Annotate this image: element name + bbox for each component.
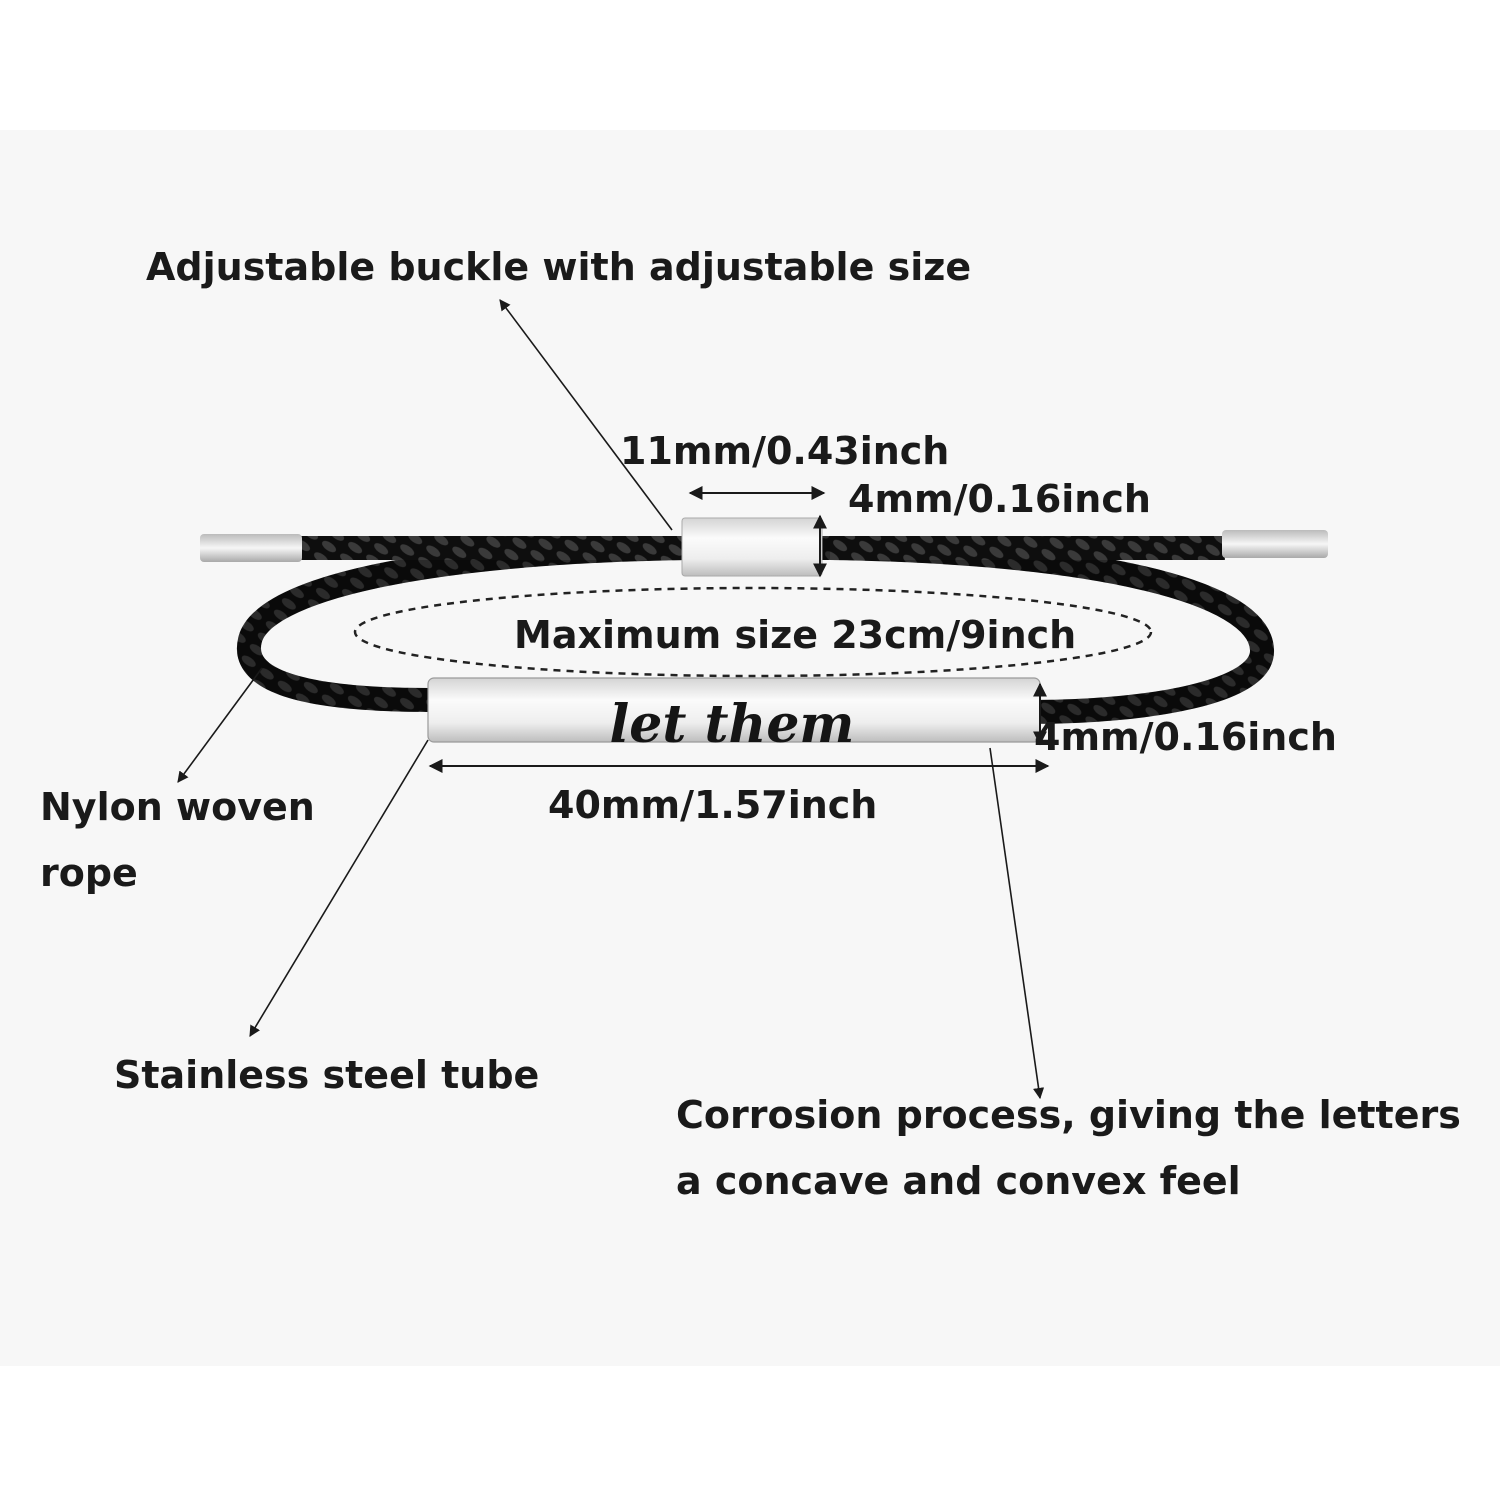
- buckle: [682, 518, 822, 576]
- end-cap-right: [1222, 530, 1328, 558]
- leader-tube: [249, 739, 429, 1037]
- background-panel: [0, 130, 1500, 1366]
- rope-label-line1: Nylon woven: [40, 785, 315, 829]
- corrosion-label-line2: a concave and convex feel: [676, 1159, 1241, 1203]
- max-size-label: Maximum size 23cm/9inch: [514, 613, 1077, 657]
- rope-label-line2: rope: [40, 851, 138, 895]
- leader-buckle: [499, 299, 673, 531]
- end-cap-left: [200, 534, 302, 562]
- leader-corrosion: [989, 747, 1045, 1100]
- leader-rope: [177, 667, 263, 783]
- engraving-text: let them: [610, 694, 855, 755]
- max-size-ellipse: [353, 586, 1153, 678]
- buckle-width-label: 11mm/0.43inch: [620, 429, 950, 473]
- corrosion-label: Corrosion process, giving the letters a …: [676, 1082, 1476, 1214]
- buckle-height-label: 4mm/0.16inch: [848, 477, 1151, 521]
- tube-length-label: 40mm/1.57inch: [548, 783, 878, 827]
- corrosion-label-line1: Corrosion process, giving the letters: [676, 1093, 1461, 1137]
- rope-label: Nylon woven rope: [40, 774, 400, 906]
- tube-height-label: 4mm/0.16inch: [1034, 715, 1337, 759]
- name-tube: [428, 678, 1040, 742]
- buckle-label: Adjustable buckle with adjustable size: [146, 245, 972, 289]
- tube-label: Stainless steel tube: [114, 1053, 540, 1097]
